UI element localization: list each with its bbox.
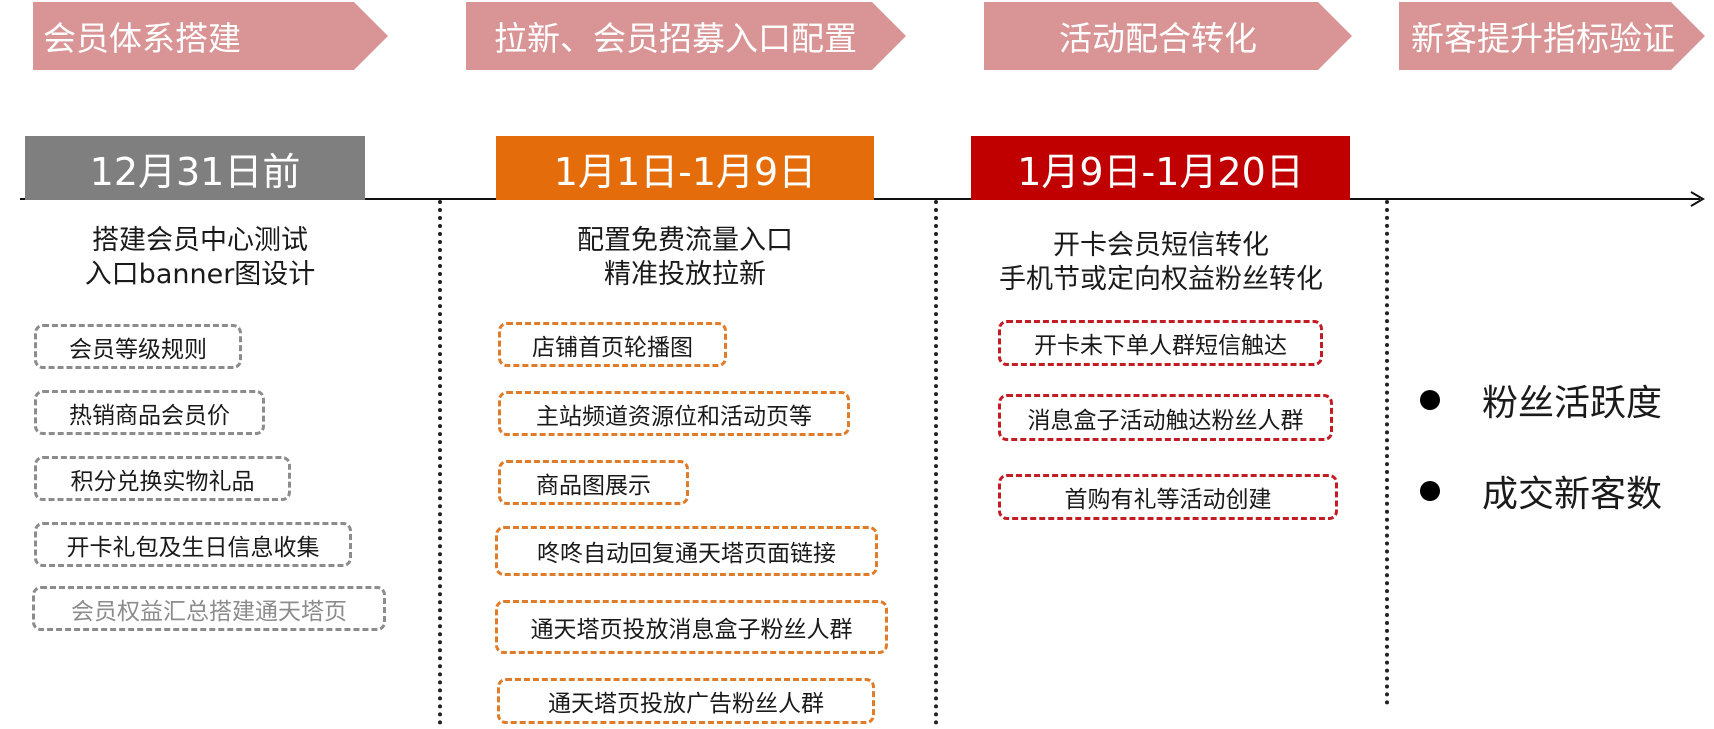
stage-chevron-4: 新客提升指标验证 xyxy=(1399,2,1705,70)
phase-separator-3 xyxy=(1385,200,1389,705)
metric-item: 粉丝活跃度 xyxy=(1420,374,1662,426)
phase-2-tag: 主站频道资源位和活动页等 xyxy=(498,391,850,436)
phase-separator-2 xyxy=(934,200,938,725)
phase-3-tag: 消息盒子活动触达粉丝人群 xyxy=(998,394,1333,441)
phase-separator-1 xyxy=(438,200,442,725)
stage-label: 会员体系搭建 xyxy=(43,19,241,58)
phase-1-date: 12月31日前 xyxy=(25,136,365,200)
phase-1-tag: 开卡礼包及生日信息收集 xyxy=(34,522,352,567)
phase-2-date: 1月1日-1月9日 xyxy=(496,136,874,200)
phase-2-tag: 咚咚自动回复通天塔页面链接 xyxy=(495,526,878,576)
phase-1-tag: 积分兑换实物礼品 xyxy=(34,456,291,501)
stage-chevron-2: 拉新、会员招募入口配置 xyxy=(466,2,906,70)
phase-2-tag: 店铺首页轮播图 xyxy=(498,322,727,367)
stage-chevron-1: 会员体系搭建 xyxy=(33,2,388,70)
phase-3-tag: 开卡未下单人群短信触达 xyxy=(998,320,1323,366)
bullet-icon xyxy=(1420,481,1440,501)
timeline-arrow-icon xyxy=(1690,191,1705,207)
stage-label: 新客提升指标验证 xyxy=(1411,19,1675,58)
phase-2-tag: 通天塔页投放消息盒子粉丝人群 xyxy=(495,600,888,654)
phase-1-title: 搭建会员中心测试 入口banner图设计 xyxy=(84,225,316,290)
stage-chevron-3: 活动配合转化 xyxy=(984,2,1352,70)
stage-label: 拉新、会员招募入口配置 xyxy=(494,19,857,58)
phase-1-tag: 热销商品会员价 xyxy=(34,390,265,435)
phase-3-tag: 首购有礼等活动创建 xyxy=(998,474,1338,520)
phase-3-title: 开卡会员短信转化 手机节或定向权益粉丝转化 xyxy=(999,230,1323,295)
bullet-icon xyxy=(1420,390,1440,410)
phase-1-tag: 会员权益汇总搭建通天塔页 xyxy=(32,586,386,631)
phase-3-date: 1月9日-1月20日 xyxy=(971,136,1350,200)
phase-2-tag: 通天塔页投放广告粉丝人群 xyxy=(497,678,875,724)
phase-2-title: 配置免费流量入口 精准投放拉新 xyxy=(577,225,793,290)
phase-2-tag: 商品图展示 xyxy=(498,460,689,505)
stage-label: 活动配合转化 xyxy=(1059,19,1257,58)
phase-1-tag: 会员等级规则 xyxy=(34,324,242,369)
metric-item: 成交新客数 xyxy=(1420,465,1662,517)
